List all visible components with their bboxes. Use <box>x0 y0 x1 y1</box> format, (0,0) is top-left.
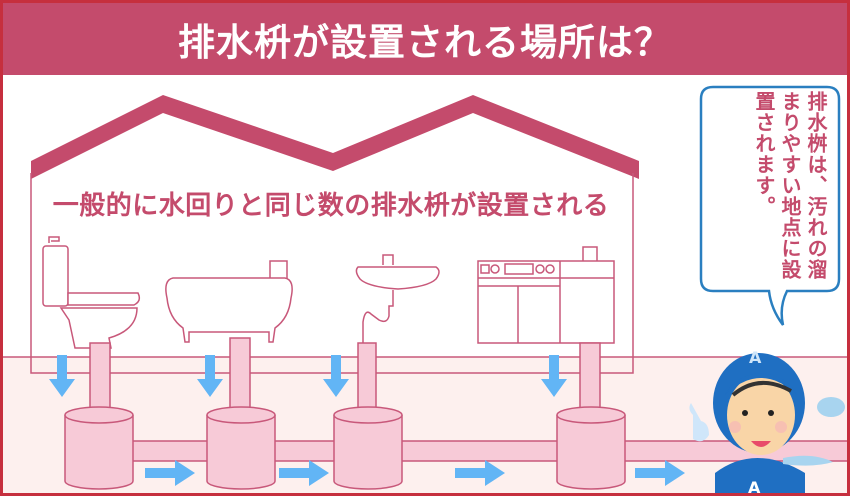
toilet-icon <box>42 236 141 349</box>
drain-basin-icon <box>206 406 276 490</box>
title-banner: 排水枡が設置される場所は？ <box>3 3 847 75</box>
kitchen-counter-icon <box>477 246 615 344</box>
diagram-subtitle: 一般的に水回りと同じ数の排水枡が設置される <box>52 191 610 221</box>
speech-bubble <box>699 85 841 326</box>
worker-character-icon: A A <box>689 348 845 496</box>
drainage-diagram: A A <box>3 85 847 496</box>
svg-text:A: A <box>749 348 762 367</box>
bathtub-icon <box>165 260 293 343</box>
flow-down-arrow-icon <box>49 355 567 397</box>
drain-basin-icon <box>556 406 626 490</box>
speech-bubble-text: 排水桝は、汚れの溜まりやすい地点に設置されます。 <box>752 91 828 280</box>
flow-right-arrow-icon <box>145 460 685 486</box>
drain-basin-icon <box>64 406 134 490</box>
washbasin-icon <box>355 254 440 347</box>
page-title: 排水枡が設置される場所は？ <box>178 21 672 64</box>
svg-text:A: A <box>748 478 761 496</box>
drain-basin-icon <box>333 406 403 490</box>
